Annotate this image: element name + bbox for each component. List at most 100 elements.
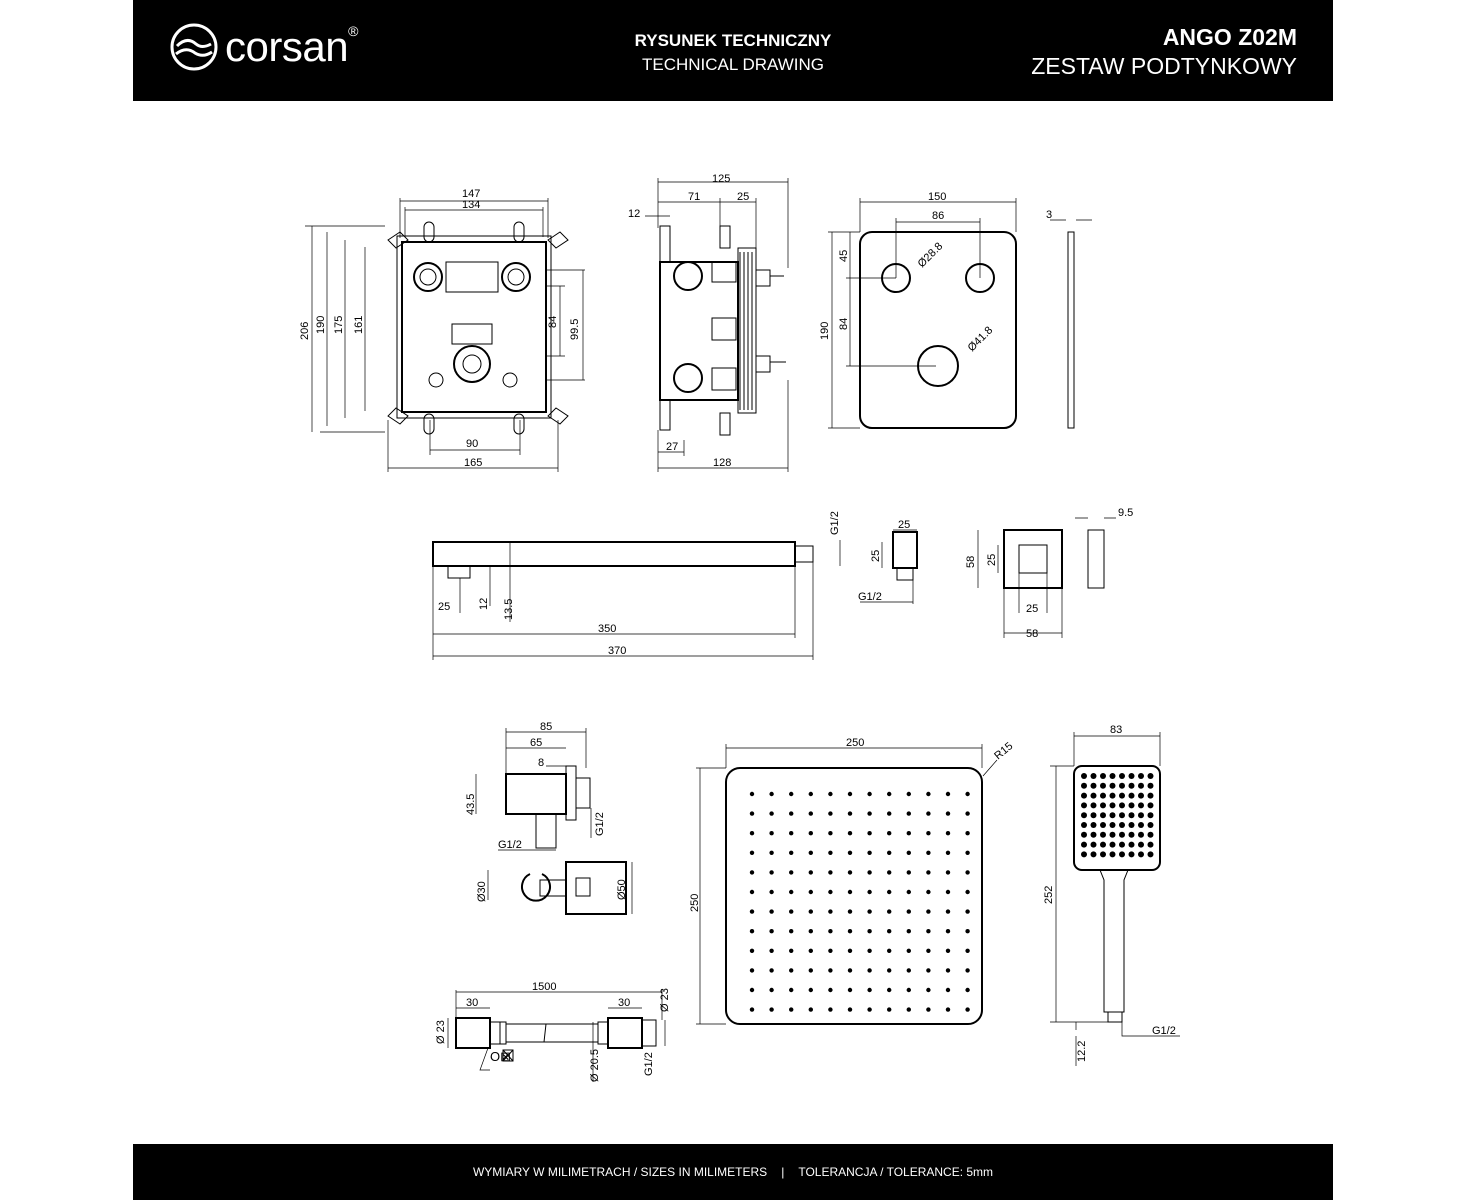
nozzle-dot [887,968,892,973]
dim-30-b: 30 [618,997,630,1009]
dim-d30: Ø30 [476,881,488,902]
nozzle-dot [1109,802,1116,809]
nozzle-dot [1138,841,1144,848]
nozzle-dot [965,987,970,993]
nozzle-dot [1128,802,1135,809]
nozzle-dot [1100,773,1106,779]
nozzle-dot [887,889,892,895]
dim-25-h: 25 [870,550,882,562]
nozzle-dot [1100,851,1106,858]
dim-d20-5: Ø 20.5 [589,1049,601,1082]
nozzle-dot [749,909,755,914]
nozzle-dot [1138,822,1144,828]
nozzle-dot [965,909,970,914]
wall-connector-view: 25 25 G1/2 [858,519,918,604]
nozzle-dot [847,1007,853,1012]
hand-shower-view: 83 252 G1/2 12.2 [1043,724,1180,1066]
nozzle-dot [749,987,755,993]
head-shower-view: 250 R15 250 [689,737,1015,1025]
nozzle-dot [1100,812,1106,819]
nozzle-dot [828,987,833,993]
outlet-elbow-view: 85 65 8 43.5 G1/2 G1/2 [465,721,606,851]
nozzle-dot [887,791,892,797]
dim-252: 252 [1043,886,1055,904]
dim-58-w: 58 [1026,628,1038,640]
nozzle-dot [1138,851,1144,858]
nozzle-dot [749,929,755,934]
nozzle-dot [965,889,970,895]
header-bar: corsan ® RYSUNEK TECHNICZNY TECHNICAL DR… [133,0,1333,101]
dim-30-a: 30 [466,997,478,1009]
nozzle-dot [1147,851,1154,858]
dim-125: 125 [712,173,730,185]
nozzle-dot [1138,782,1144,789]
cover-plate-view: 150 86 45 84 190 Ø28.8 Ø41.8 3 [819,191,1092,429]
nozzle-dot [1109,782,1116,789]
nozzle-dot [847,929,853,934]
nozzle-dot [769,1007,774,1012]
nozzle-dot [1147,792,1154,799]
dim-58-h: 58 [965,556,977,568]
nozzle-dot [789,948,794,953]
dim-27: 27 [666,441,678,453]
nozzle-dot [847,987,853,993]
nozzle-dot [847,850,853,855]
nozzle-dot [789,909,794,914]
nozzle-dot [828,850,833,855]
nozzle-dot [749,948,755,953]
nozzle-dot [1119,773,1125,779]
nozzle-dot [1147,773,1154,779]
dim-175: 175 [333,316,345,334]
dim-g1-2-b: G1/2 [594,812,606,836]
nozzle-dot [1128,822,1135,828]
nozzle-dot [808,929,813,934]
box-front-view: 147 134 206 190 175 161 84 99.5 90 165 [299,188,585,472]
nozzle-dot [789,1007,794,1012]
nozzle-dot [945,948,951,953]
nozzle-dot [1090,822,1097,828]
nozzle-dot [906,929,911,934]
nozzle-dot [808,1007,813,1012]
nozzle-dot [847,889,853,895]
nozzle-dot [1090,802,1097,809]
nozzle-dot [749,1007,755,1012]
nozzle-dot [789,968,794,973]
nozzle-dot [906,850,911,855]
box-side-view: 125 71 25 12 27 128 [628,173,789,472]
nozzle-dot [1138,831,1144,838]
escutcheon-view: 58 25 25 58 9.5 [965,507,1133,640]
nozzle-dot [1090,792,1097,799]
nozzle-dot [1119,822,1125,828]
nozzle-dot [1119,802,1125,809]
nozzle-dot [1081,812,1087,819]
dim-150: 150 [928,191,946,203]
nozzle-dot [906,948,911,953]
dim-165: 165 [464,457,482,469]
dim-g1-2: G1/2 [1152,1025,1176,1037]
dim-250-w: 250 [846,737,864,749]
nozzle-dot [828,791,833,797]
dim-25-h: 25 [986,554,998,566]
nozzle-dot [1119,831,1125,838]
dim-206: 206 [299,322,311,340]
nozzle-dot [867,831,872,836]
nozzle-dot [1119,792,1125,799]
hand-shower-holder-view: Ø30 Ø50 [476,861,633,915]
nozzle-dot [887,831,892,836]
dim-g1-2-a: G1/2 [498,839,522,851]
nozzle-dot [789,791,794,797]
nozzle-dot [847,909,853,914]
footer-bar: WYMIARY W MILIMETRACH / SIZES IN MILIMET… [133,1144,1333,1200]
nozzle-dot [1147,822,1154,828]
nozzle-dot [867,811,872,816]
nozzle-dot [1138,792,1144,799]
nozzle-dot [945,870,951,875]
nozzle-dot [769,870,774,875]
nozzle-dot [769,889,774,895]
dim-99-5: 99.5 [569,319,581,340]
dim-d23-a: Ø 23 [435,1020,447,1044]
nozzle-dot [828,1007,833,1012]
nozzle-dot [1090,841,1097,848]
nozzle-dot [867,889,872,895]
dim-25-w: 25 [1026,603,1038,615]
